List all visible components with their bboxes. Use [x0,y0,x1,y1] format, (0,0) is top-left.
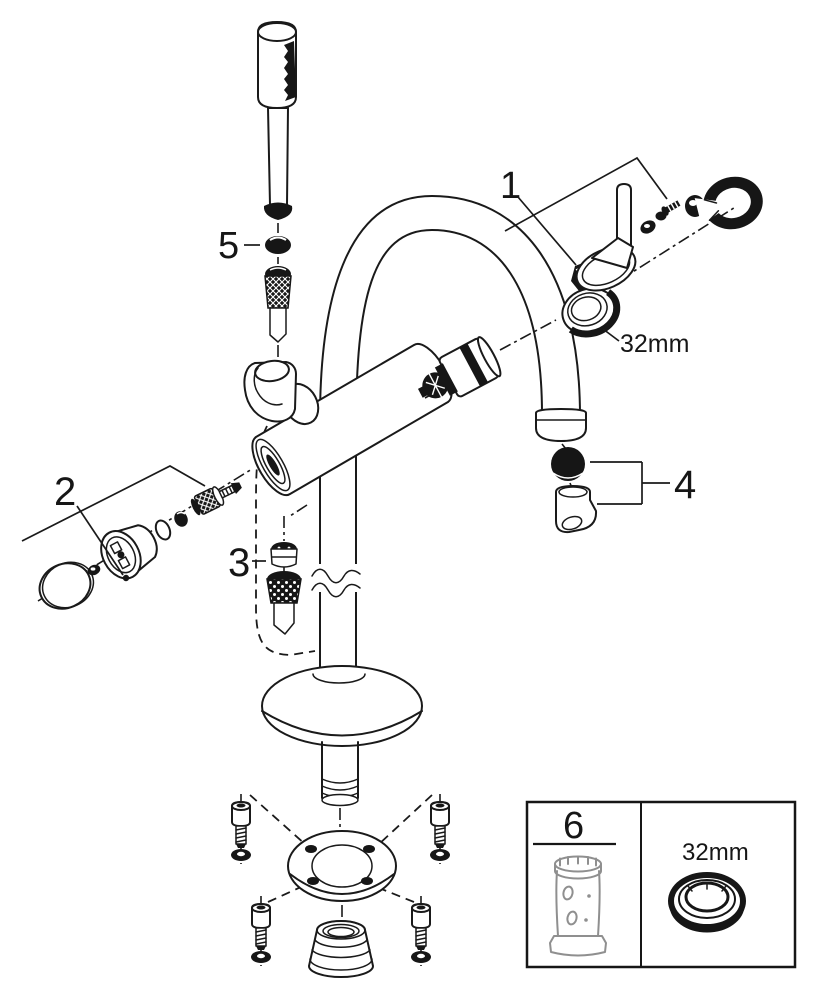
part-label-2: 2 [54,470,76,514]
lever-rod [616,183,632,253]
part-label-4-group: 4 [590,461,696,507]
part-label-2-group: 2 [21,465,206,576]
part-label-1: 1 [500,165,521,207]
spout-collar [535,408,587,442]
mounting-flange [287,830,397,902]
ring-dimension-label: 32mm [620,330,689,358]
tool-ring-dimension-label: 32mm [682,839,749,866]
seal-washer [265,236,291,254]
faucet-body [251,342,453,497]
retaining-ring-32mm [561,287,621,338]
cartridge [417,336,502,399]
part-label-5-group: 5 [218,225,260,267]
part-label-6: 6 [563,805,584,847]
diverter-o-ring [154,519,172,541]
aerator [551,447,585,481]
socket-tool [549,855,607,957]
part-label-5: 5 [218,225,239,267]
threaded-adapter [308,920,374,978]
diverter-cap-washer [87,564,101,576]
shower-holder [243,359,297,423]
pipe-break-symbol [311,564,361,598]
part-label-3: 3 [228,541,250,585]
part-label-3-group: 3 [228,541,266,585]
part-label-4: 4 [674,463,696,507]
lever-screw [661,200,681,216]
lever-escutcheon [575,237,637,292]
service-parts-box: 6 32mm [525,800,797,969]
diverter-knob [100,524,158,580]
threaded-pipe-end [321,741,359,807]
hose-fitting-lower [266,571,302,635]
spray-face [284,41,296,101]
fixing-screw-top-left [230,793,252,865]
mousseur-spout [555,485,598,534]
diverter-cap [38,561,95,610]
fixing-screw-bottom-left [250,895,272,967]
snap-ring [694,176,763,230]
part-label-1-group: 1 [500,156,668,266]
base-cover-plate [261,665,423,747]
hose-fitting-upper [270,542,298,568]
spout-riser-tube [319,195,587,668]
fixing-screw-top-right [429,793,451,865]
diverter-screw-train [190,482,242,516]
hose-connector [264,266,292,343]
leader-tick [122,574,130,582]
ring-nut-32mm [668,872,746,933]
diverter-bead [174,511,188,527]
dimension-32mm: 32mm [602,328,689,358]
lever-washer-large [640,220,656,234]
hand-shower [257,21,297,220]
fixing-screw-bottom-right [410,895,432,967]
